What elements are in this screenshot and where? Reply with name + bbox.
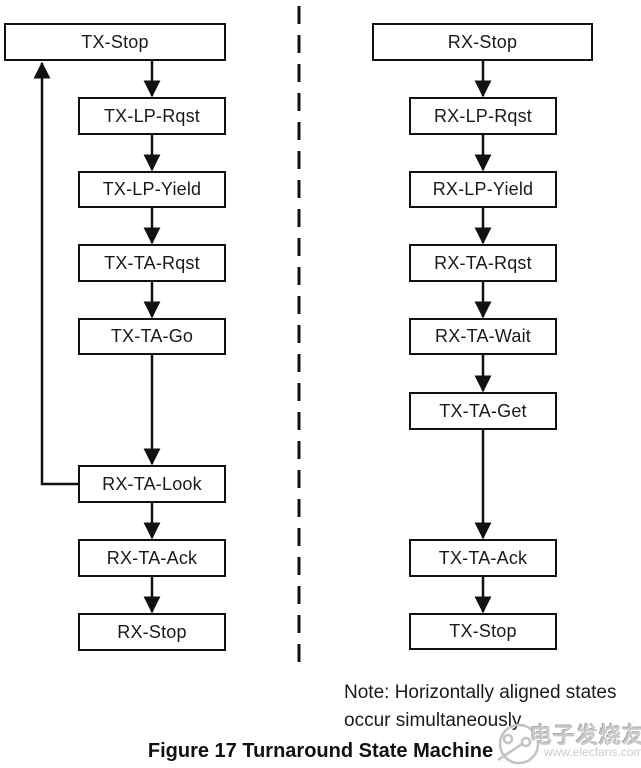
state-box-tx-ta-go: TX-TA-Go — [78, 318, 226, 355]
state-box-rx-lp-yield: RX-LP-Yield — [409, 171, 557, 208]
diagram-note: Note: Horizontally aligned states occur … — [344, 682, 617, 731]
state-box-rx-lp-rqst: RX-LP-Rqst — [409, 97, 557, 135]
state-box-rx-ta-wait: RX-TA-Wait — [409, 318, 557, 355]
state-box-tx-ta-rqst: TX-TA-Rqst — [78, 244, 226, 282]
state-box-rx-ta-ack: RX-TA-Ack — [78, 539, 226, 577]
state-label: RX-TA-Ack — [106, 547, 198, 568]
state-label: TX-LP-Rqst — [103, 105, 201, 126]
state-label: RX-LP-Rqst — [433, 105, 533, 126]
state-label: RX-TA-Rqst — [434, 252, 532, 273]
state-label: RX-TA-Look — [102, 473, 202, 494]
state-box-tx-lp-yield: TX-LP-Yield — [78, 171, 226, 208]
state-box-rx-stop: RX-Stop — [372, 23, 593, 61]
state-box-tx-ta-get: TX-TA-Get — [409, 392, 557, 430]
state-box-tx-lp-rqst: TX-LP-Rqst — [78, 97, 226, 135]
state-label: TX-TA-Ack — [438, 547, 528, 568]
state-label: TX-LP-Yield — [102, 179, 202, 199]
state-box-tx-stop-right: TX-Stop — [409, 613, 557, 650]
state-label: TX-Stop — [449, 621, 517, 641]
state-box-rx-ta-rqst: RX-TA-Rqst — [409, 244, 557, 282]
state-label: RX-LP-Yield — [432, 179, 534, 199]
state-label: TX-TA-Go — [110, 326, 194, 346]
state-box-rx-ta-look: RX-TA-Look — [78, 465, 226, 503]
state-label: TX-Stop — [81, 31, 149, 52]
state-label: RX-Stop — [447, 31, 518, 52]
state-box-tx-ta-ack: TX-TA-Ack — [409, 539, 557, 577]
state-label: RX-Stop — [117, 621, 187, 642]
arrow-loopback-rx-ta-look-to-tx-stop — [33, 61, 78, 486]
state-label: TX-TA-Rqst — [104, 252, 200, 273]
state-box-rx-stop-left: RX-Stop — [78, 613, 226, 651]
state-label: TX-TA-Get — [439, 400, 527, 421]
figure-caption: Figure 17 Turnaround State Machine — [147, 740, 494, 762]
state-label: RX-TA-Wait — [435, 326, 531, 346]
state-box-tx-stop: TX-Stop — [4, 23, 226, 61]
